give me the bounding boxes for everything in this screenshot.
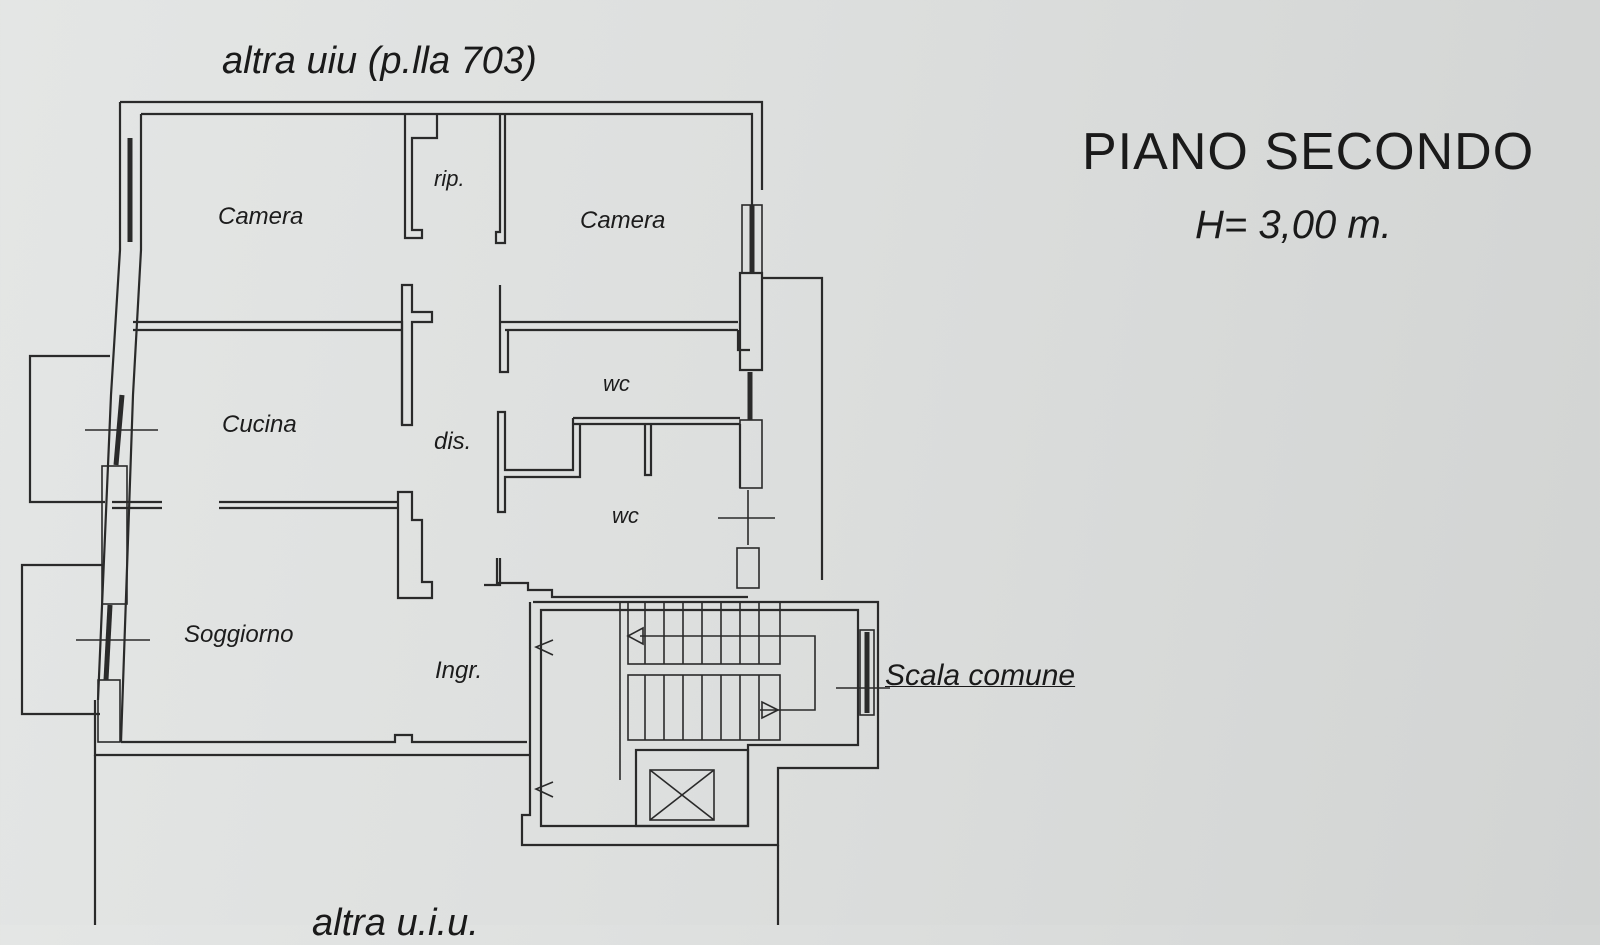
outer-walls xyxy=(93,100,764,757)
floor-plan-drawing: Camera rip. Camera wc Cucina dis. wc Sog… xyxy=(20,100,890,925)
label-camera-right: Camera xyxy=(580,207,665,234)
stair-label: Scala comune xyxy=(885,659,1076,692)
left-balconies xyxy=(20,354,158,716)
floor-title: PIANO SECONDO xyxy=(1082,123,1535,181)
label-wc-lower: wc xyxy=(612,503,639,528)
label-ripostiglio: rip. xyxy=(434,166,465,191)
label-soggiorno: Soggiorno xyxy=(184,621,293,648)
floor-plan: Camera rip. Camera wc Cucina dis. wc Sog… xyxy=(20,100,890,925)
bottom-neighbor-label: altra u.i.u. xyxy=(312,902,479,944)
label-wc-upper: wc xyxy=(603,371,630,396)
label-disimpegno: dis. xyxy=(434,428,471,455)
label-ingresso: Ingr. xyxy=(435,657,482,684)
label-cucina: Cucina xyxy=(222,411,297,438)
right-facade xyxy=(718,204,824,589)
ceiling-height-label: H= 3,00 m. xyxy=(1195,203,1392,247)
top-neighbor-label: altra uiu (p.lla 703) xyxy=(222,40,537,82)
interior-walls xyxy=(112,114,750,600)
label-camera-left: Camera xyxy=(218,203,303,230)
neighbor-unit-below xyxy=(93,755,780,925)
left-windows xyxy=(97,138,133,743)
common-staircase xyxy=(520,600,890,847)
